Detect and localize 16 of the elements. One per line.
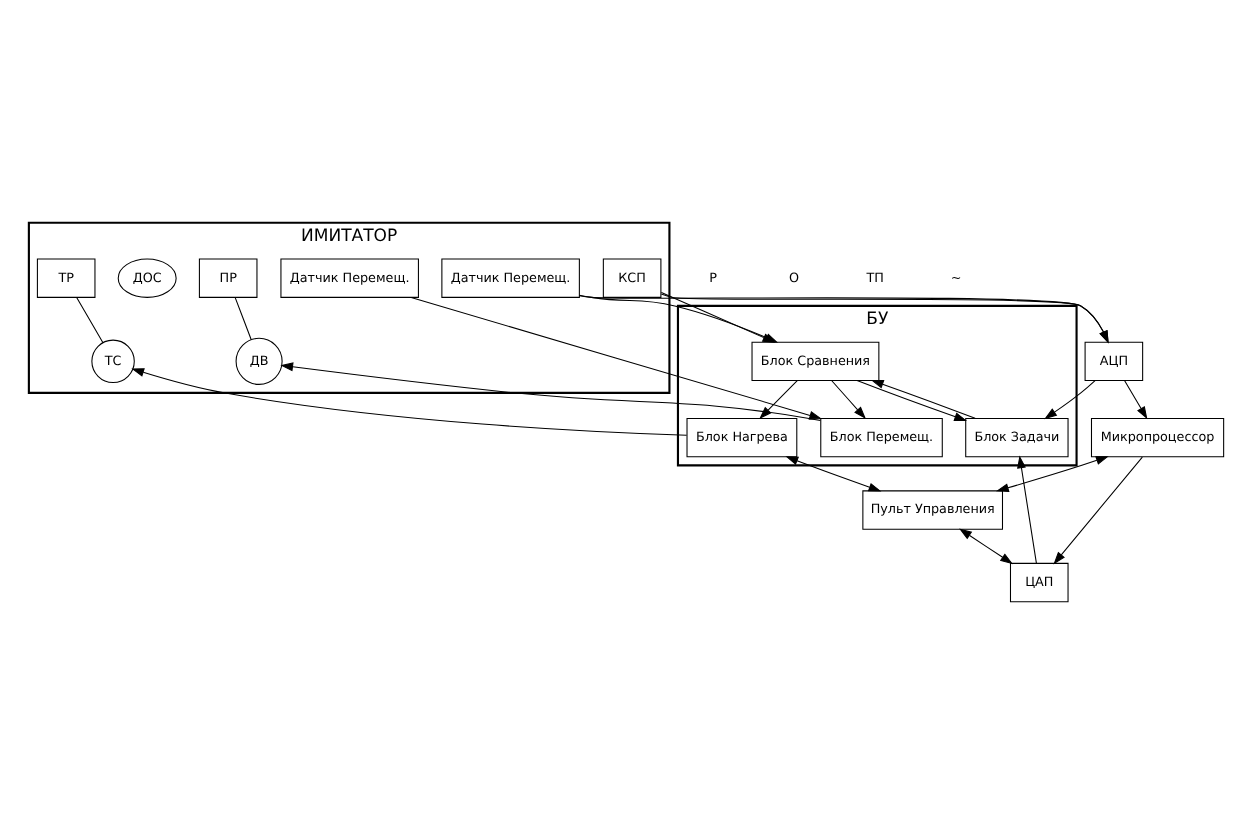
arrow [856, 379, 968, 420]
arrow [870, 379, 976, 418]
arrow [959, 527, 1014, 564]
arrow [1053, 455, 1143, 564]
connector [234, 296, 252, 340]
arrow [1044, 379, 1096, 419]
arrow [831, 379, 866, 419]
arrow [785, 455, 882, 491]
connector [76, 296, 104, 343]
arrow [1124, 379, 1148, 419]
arrow [131, 367, 688, 435]
arrow [1017, 454, 1037, 563]
arrow [759, 379, 798, 419]
arrow [410, 295, 823, 419]
arrow [996, 455, 1109, 492]
arrow [280, 361, 821, 421]
